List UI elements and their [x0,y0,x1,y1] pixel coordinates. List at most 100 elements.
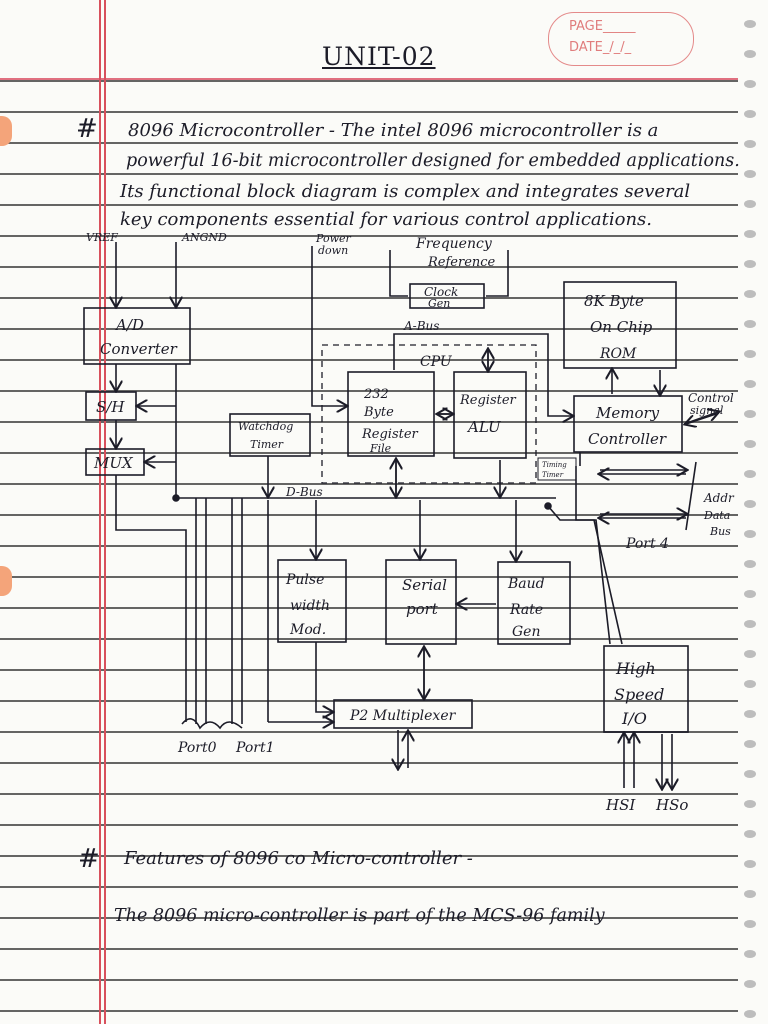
top-margin-line [0,78,738,80]
mux-label: MUX [93,454,134,472]
freq-ref-label-2: Reference [427,255,496,270]
mem-ctrl-label-1: Memory [595,404,660,422]
spiral-hole [744,410,756,418]
serial-label-1: Serial [402,576,447,594]
spiral-hole [744,380,756,388]
spiral-hole [744,110,756,118]
reg-file-label-3: Register [361,427,419,442]
mem-ctrl-label-2: Controller [588,430,667,448]
baud-label-1: Baud [507,576,545,592]
spiral-hole [744,320,756,328]
spiral-hole [744,440,756,448]
d-bus-label: D-Bus [285,485,323,499]
spiral-hole [744,170,756,178]
spiral-hole [744,230,756,238]
port1-label: Port1 [235,740,275,756]
spiral-hole [744,260,756,268]
memory-controller-box [573,395,683,453]
rom-label-2: On Chip [590,318,653,336]
reg-file-label-4: File [369,442,392,455]
port0-label: Port0 [177,740,217,756]
power-down-label-2: down [318,244,348,257]
spiral-hole [744,80,756,88]
control-signal-label-1: Control [688,391,734,405]
clock-gen-box [409,283,485,309]
watchdog-label-1: Watchdog [238,420,293,433]
power-down-label-1: Power [315,232,352,245]
hash-mark: # [76,114,98,144]
spiral-hole [744,560,756,568]
page-top-margin [0,0,768,80]
clock-gen-label-2: Gen [428,297,450,310]
ad-converter-box [83,307,191,365]
left-margin-line [99,0,101,1024]
register-alu-box [453,371,527,459]
clock-gen-label-1: Clock [424,285,458,299]
addr-data-label-2: Data [703,509,730,522]
spiral-hole [744,650,756,658]
spiral-hole [744,950,756,958]
timing-label-2: Timer [542,471,564,479]
spiral-hole [744,680,756,688]
hsi-label: HSI [605,796,636,814]
a-bus-label: A-Bus [403,319,439,333]
text-line-4: key components essential for various con… [120,209,653,230]
spiral-hole [744,860,756,868]
baud-rate-box [497,561,571,645]
port4-label: Port 4 [625,536,669,552]
addr-data-label-1: Addr [703,491,735,505]
spiral-hole [744,770,756,778]
features-heading: Features of 8096 co Micro-controller - [124,848,473,869]
hsio-label-2: Speed [614,685,664,704]
rom-label-1: 8K Byte [584,292,644,310]
date-label: DATE_/_/_ [569,40,632,55]
spiral-hole [744,50,756,58]
rom-box [563,281,677,369]
ruled-lines [0,0,738,1024]
text-line-5: The 8096 micro-controller is part of the… [114,906,605,926]
page-title: UNIT-02 [322,42,436,71]
register-file-box [347,371,435,457]
reg-file-label-2: Byte [363,405,394,420]
text-line-1: 8096 Microcontroller - The intel 8096 mi… [128,120,659,141]
baud-label-3: Gen [512,624,541,640]
spiral-hole [744,290,756,298]
watchdog-box [229,413,311,457]
pwm-label-2: width [290,598,330,614]
spiral-hole [744,200,756,208]
spiral-hole [744,620,756,628]
ad-label-2: Converter [100,340,178,358]
rom-label-3: ROM [599,346,637,362]
hsio-box [603,645,689,733]
watchdog-label-2: Timer [250,438,284,451]
timing-label-1: Timing [542,461,567,469]
spiral-hole [744,140,756,148]
left-margin-line-2 [104,0,106,1024]
sh-label: S/H [96,398,125,416]
hsio-label-1: High [615,659,656,678]
spiral-hole [744,350,756,358]
reg-alu-label-1: Register [459,393,517,408]
pwm-label-3: Mod. [289,622,326,638]
spiral-hole [744,710,756,718]
spiral-hole [744,920,756,928]
spiral-hole [744,980,756,988]
spiral-hole [744,590,756,598]
hso-label: HSo [655,796,688,814]
angnd-label: ANGND [181,231,227,244]
cpu-label: CPU [420,354,453,370]
serial-label-2: port [406,600,439,618]
spiral-hole [744,20,756,28]
freq-ref-label-1: Frequency [415,236,493,252]
spiral-hole [744,830,756,838]
p2-mux-label: P2 Multiplexer [349,708,457,724]
spiral-hole [744,890,756,898]
spiral-hole [744,740,756,748]
orange-tab-top [0,116,12,146]
baud-label-2: Rate [509,602,543,618]
text-line-2: powerful 16-bit microcontroller designed… [126,151,740,171]
hash-mark-2: # [78,844,100,874]
page-date-stamp: PAGE_____ DATE_/_/_ [548,12,694,66]
